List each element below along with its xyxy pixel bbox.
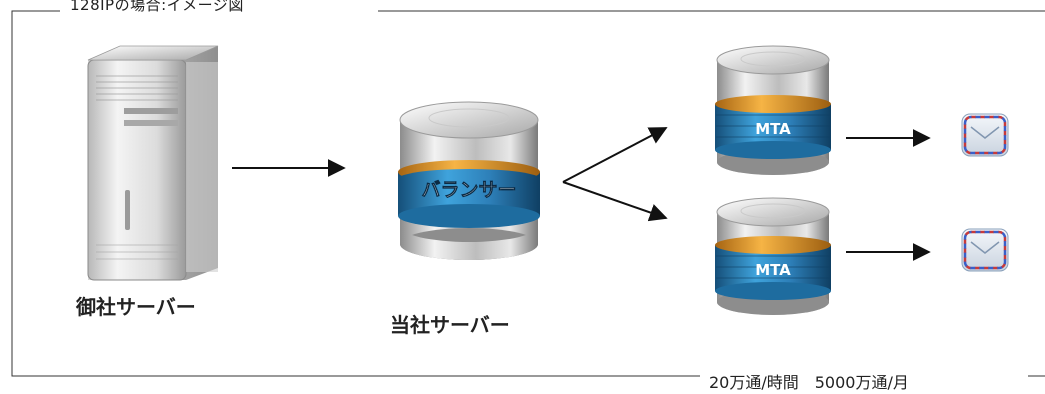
arrow-split-up: [562, 127, 668, 183]
client-server-label: 御社サーバー: [76, 295, 196, 319]
arrow-split-down: [562, 181, 668, 222]
balancer-database-icon: [398, 101, 540, 260]
mta-database-icon-1: [715, 45, 831, 175]
throughput-caption: 20万通/時間 5000万通/月: [706, 369, 912, 393]
mta-label-2: MTA: [755, 261, 791, 279]
mta-database-icon-2: [715, 197, 831, 315]
diagram-title: 128IPの場合:イメージ図: [66, 0, 248, 15]
envelope-icon-1: [961, 113, 1009, 157]
frame-border: [11, 10, 1045, 377]
our-server-label: 当社サーバー: [390, 313, 510, 337]
tower-server-icon: [87, 45, 219, 281]
envelope-icon-2: [961, 228, 1009, 272]
balancer-label: バランサー: [421, 179, 516, 201]
mta-label-1: MTA: [755, 120, 791, 138]
